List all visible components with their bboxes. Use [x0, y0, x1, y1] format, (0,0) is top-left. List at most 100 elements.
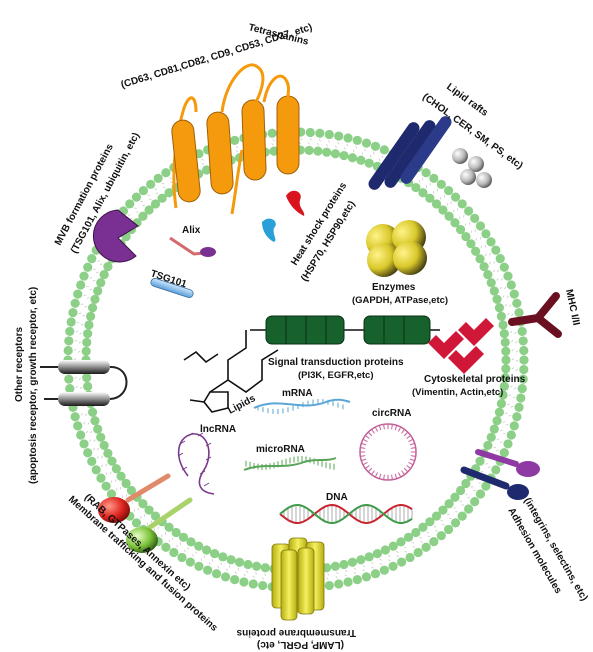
enzymes-title: Enzymes: [372, 282, 416, 293]
other-receptors-detail: (apoptosis receptor, growth receptor, et…: [28, 287, 39, 484]
membrane-head: [421, 542, 431, 552]
membrane-head: [269, 146, 279, 156]
microrna-icon: [243, 456, 337, 471]
membrane-head: [161, 542, 171, 552]
membrane-head: [494, 407, 505, 417]
membrane-head: [258, 580, 268, 591]
membrane-head: [63, 345, 73, 356]
membrane-head: [506, 430, 516, 440]
membrane-head: [509, 421, 519, 431]
heat-shock-protein-icon: [262, 190, 305, 242]
membrane-head: [429, 537, 439, 547]
membrane-head: [405, 552, 415, 563]
membrane-head: [85, 311, 96, 321]
membrane-head: [496, 399, 507, 409]
membrane-head: [347, 557, 358, 567]
membrane-head: [411, 527, 421, 538]
membrane-head: [512, 412, 522, 422]
membrane-head: [334, 131, 344, 141]
membrane-head: [177, 552, 187, 563]
other-receptors-title: Other receptors: [14, 327, 25, 402]
membrane-head: [499, 381, 509, 391]
transmembrane-detail: (LAMP, PGRL, etc): [257, 639, 344, 650]
membrane-head: [506, 280, 516, 290]
membrane-head: [73, 289, 83, 299]
membrane-head: [463, 206, 474, 216]
membrane-head: [431, 511, 442, 521]
membrane-head: [161, 168, 171, 178]
membrane-head: [91, 465, 101, 475]
transmembrane-title: Transmembrane proteins: [236, 627, 356, 638]
membrane-head: [475, 221, 486, 231]
membrane-head: [503, 439, 513, 449]
signal-transduction-icon: [250, 315, 440, 345]
membrane-head: [70, 412, 80, 422]
membrane-head: [388, 541, 398, 551]
membrane-head: [519, 355, 529, 365]
membrane-head: [388, 561, 398, 571]
cytoskeletal-detail: (Vimentin, Actin,etc): [412, 387, 503, 398]
membrane-head: [438, 505, 448, 515]
membrane-head: [491, 465, 501, 475]
membrane-head: [396, 537, 406, 547]
membrane-head: [514, 307, 524, 318]
membrane-head: [150, 199, 161, 209]
membrane-head: [83, 381, 93, 391]
membrane-head: [494, 303, 505, 313]
membrane-head: [93, 286, 103, 296]
membrane-head: [436, 531, 446, 541]
membrane-head: [491, 245, 501, 255]
membrane-head: [248, 579, 258, 589]
membrane-head: [347, 153, 358, 163]
membrane-head: [481, 481, 491, 491]
membrane-head: [372, 548, 382, 559]
tetraspanin-protein-icon: [171, 63, 300, 215]
membrane-head: [68, 307, 78, 318]
membrane-head: [103, 262, 113, 272]
membrane-head: [499, 262, 509, 272]
alix-icon: [169, 236, 216, 257]
membrane-head: [364, 552, 374, 562]
membrane-head: [99, 269, 109, 280]
membrane-head: [443, 524, 454, 535]
membrane-head: [481, 229, 491, 239]
membrane-head: [418, 188, 428, 198]
membrane-head: [343, 133, 353, 143]
membrane-head: [146, 179, 156, 189]
membrane-head: [450, 492, 460, 502]
membrane-head: [93, 424, 103, 434]
mrna-label: mRNA: [282, 388, 313, 399]
membrane-head: [492, 416, 502, 426]
membrane-head: [138, 211, 148, 221]
membrane-head: [361, 138, 372, 148]
transmembrane-protein-icon: [271, 537, 325, 621]
membrane-head: [107, 456, 117, 466]
membrane-head: [65, 326, 75, 337]
lipid-raft-icon: [368, 116, 492, 190]
membrane-head: [461, 478, 471, 489]
membrane-head: [471, 246, 481, 256]
dna-icon: [279, 503, 413, 525]
adhesion-molecule-icon: [460, 449, 540, 500]
membrane-head: [103, 448, 113, 458]
mhc-label: MHC I/II: [563, 288, 581, 326]
membrane-head: [500, 372, 510, 383]
membrane-head: [164, 522, 174, 532]
membrane-head: [492, 294, 502, 304]
membrane-head: [509, 289, 519, 299]
enzyme-icon: [366, 220, 427, 277]
membrane-head: [425, 517, 435, 527]
membrane-head: [76, 430, 86, 440]
membrane-head: [470, 497, 480, 507]
membrane-head: [519, 345, 529, 356]
membrane-head: [352, 135, 362, 145]
circrna-label: circRNA: [372, 408, 411, 419]
membrane-head: [436, 179, 446, 189]
membrane-head: [489, 424, 499, 434]
membrane-head: [125, 199, 135, 209]
dna-strand-b: [279, 504, 413, 525]
membrane-head: [126, 485, 137, 496]
membrane-head: [220, 572, 231, 582]
membrane-head: [356, 155, 366, 165]
membrane-head: [429, 173, 439, 183]
